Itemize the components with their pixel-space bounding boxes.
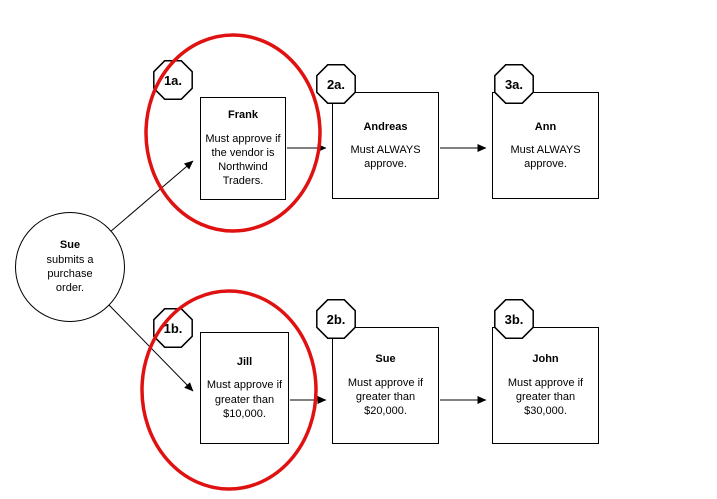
approver-name: Frank <box>228 109 258 122</box>
step-badge-2a: 2a. <box>316 64 356 104</box>
approver-node-3b: John Must approve if greater than $30,00… <box>492 327 599 444</box>
step-badge-1a: 1a. <box>153 60 193 100</box>
approver-node-2b: Sue Must approve if greater than $20,000… <box>332 327 439 444</box>
step-badge-label: 2a. <box>326 76 346 92</box>
approver-rule: Must approve if greater than $10,000. <box>206 379 283 420</box>
step-badge-label: 3a. <box>504 76 524 92</box>
step-badge-label: 3b. <box>504 311 524 327</box>
start-node: Sue submits a purchase order. <box>15 212 125 322</box>
octagon-icon <box>494 299 534 339</box>
start-node-text: submits a purchase order. <box>46 253 94 295</box>
arrow-start-to-1a <box>109 160 194 233</box>
approver-name: Andreas <box>363 120 408 133</box>
approver-node-2a: Andreas Must ALWAYS approve. <box>332 92 439 199</box>
approver-node-1b: Jill Must approve if greater than $10,00… <box>200 332 289 444</box>
approver-name: John <box>532 353 559 366</box>
approver-name: Ann <box>534 120 557 133</box>
step-badge-label: 2b. <box>326 311 346 327</box>
approver-rule: Must ALWAYS approve. <box>510 143 581 171</box>
step-badge-2b: 2b. <box>316 299 356 339</box>
approver-rule: Must approve if the vendor is Northwind … <box>205 132 281 188</box>
octagon-icon <box>494 64 534 104</box>
step-badge-label: 1b. <box>163 320 183 336</box>
approver-name: Sue <box>375 353 396 366</box>
step-badge-label: 1a. <box>163 72 183 88</box>
approver-name: Jill <box>236 355 253 368</box>
step-badge-3a: 3a. <box>494 64 534 104</box>
approver-rule: Must approve if greater than $20,000. <box>347 376 424 418</box>
step-badge-1b: 1b. <box>153 308 193 348</box>
approver-rule: Must ALWAYS approve. <box>350 143 421 171</box>
approver-node-1a: Frank Must approve if the vendor is Nort… <box>200 97 286 200</box>
start-node-name: Sue <box>59 239 81 252</box>
approver-node-3a: Ann Must ALWAYS approve. <box>492 92 599 199</box>
step-badge-3b: 3b. <box>494 299 534 339</box>
approver-rule: Must approve if greater than $30,000. <box>507 376 584 418</box>
